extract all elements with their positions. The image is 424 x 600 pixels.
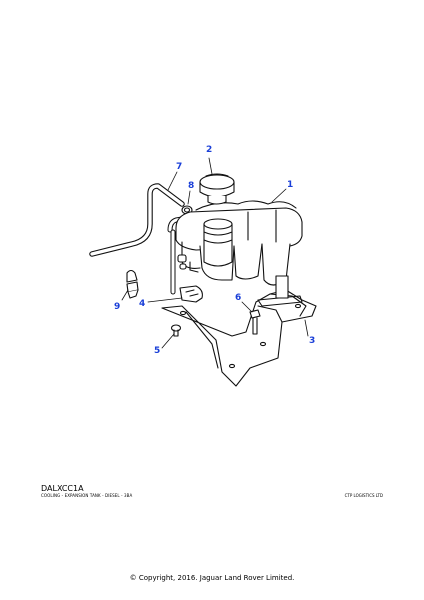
leader-lines: [121, 157, 309, 349]
callout-1[interactable]: 1: [287, 180, 294, 190]
expansion-tank: [175, 200, 303, 286]
callout-2[interactable]: 2: [206, 145, 213, 155]
filler-neck: [203, 218, 233, 267]
callout-9[interactable]: 9: [114, 302, 121, 312]
bleed-cap: [126, 269, 139, 299]
callout-3[interactable]: 3: [309, 336, 316, 346]
tank-outlet-fittings: [177, 254, 187, 270]
supplier-label: CTP LOGISTICS LTD: [344, 493, 383, 498]
callout-4[interactable]: 4: [139, 299, 146, 309]
screw-5: [170, 324, 182, 337]
callout-5[interactable]: 5: [154, 346, 161, 356]
copyright-notice: © Copyright, 2016. Jaguar Land Rover Lim…: [129, 574, 295, 582]
diagram-code: DALXCC1A: [41, 484, 84, 493]
callout-6[interactable]: 6: [235, 293, 242, 303]
mounting-clip: [179, 285, 203, 303]
callout-7[interactable]: 7: [176, 162, 183, 172]
diagram-subtitle: COOLING - EXPANSION TANK - DIESEL - 3BA: [41, 493, 133, 498]
callout-8[interactable]: 8: [188, 181, 195, 191]
pressure-cap: [199, 173, 235, 205]
bolt-6: [249, 309, 261, 335]
coolant-hose: [89, 183, 203, 295]
